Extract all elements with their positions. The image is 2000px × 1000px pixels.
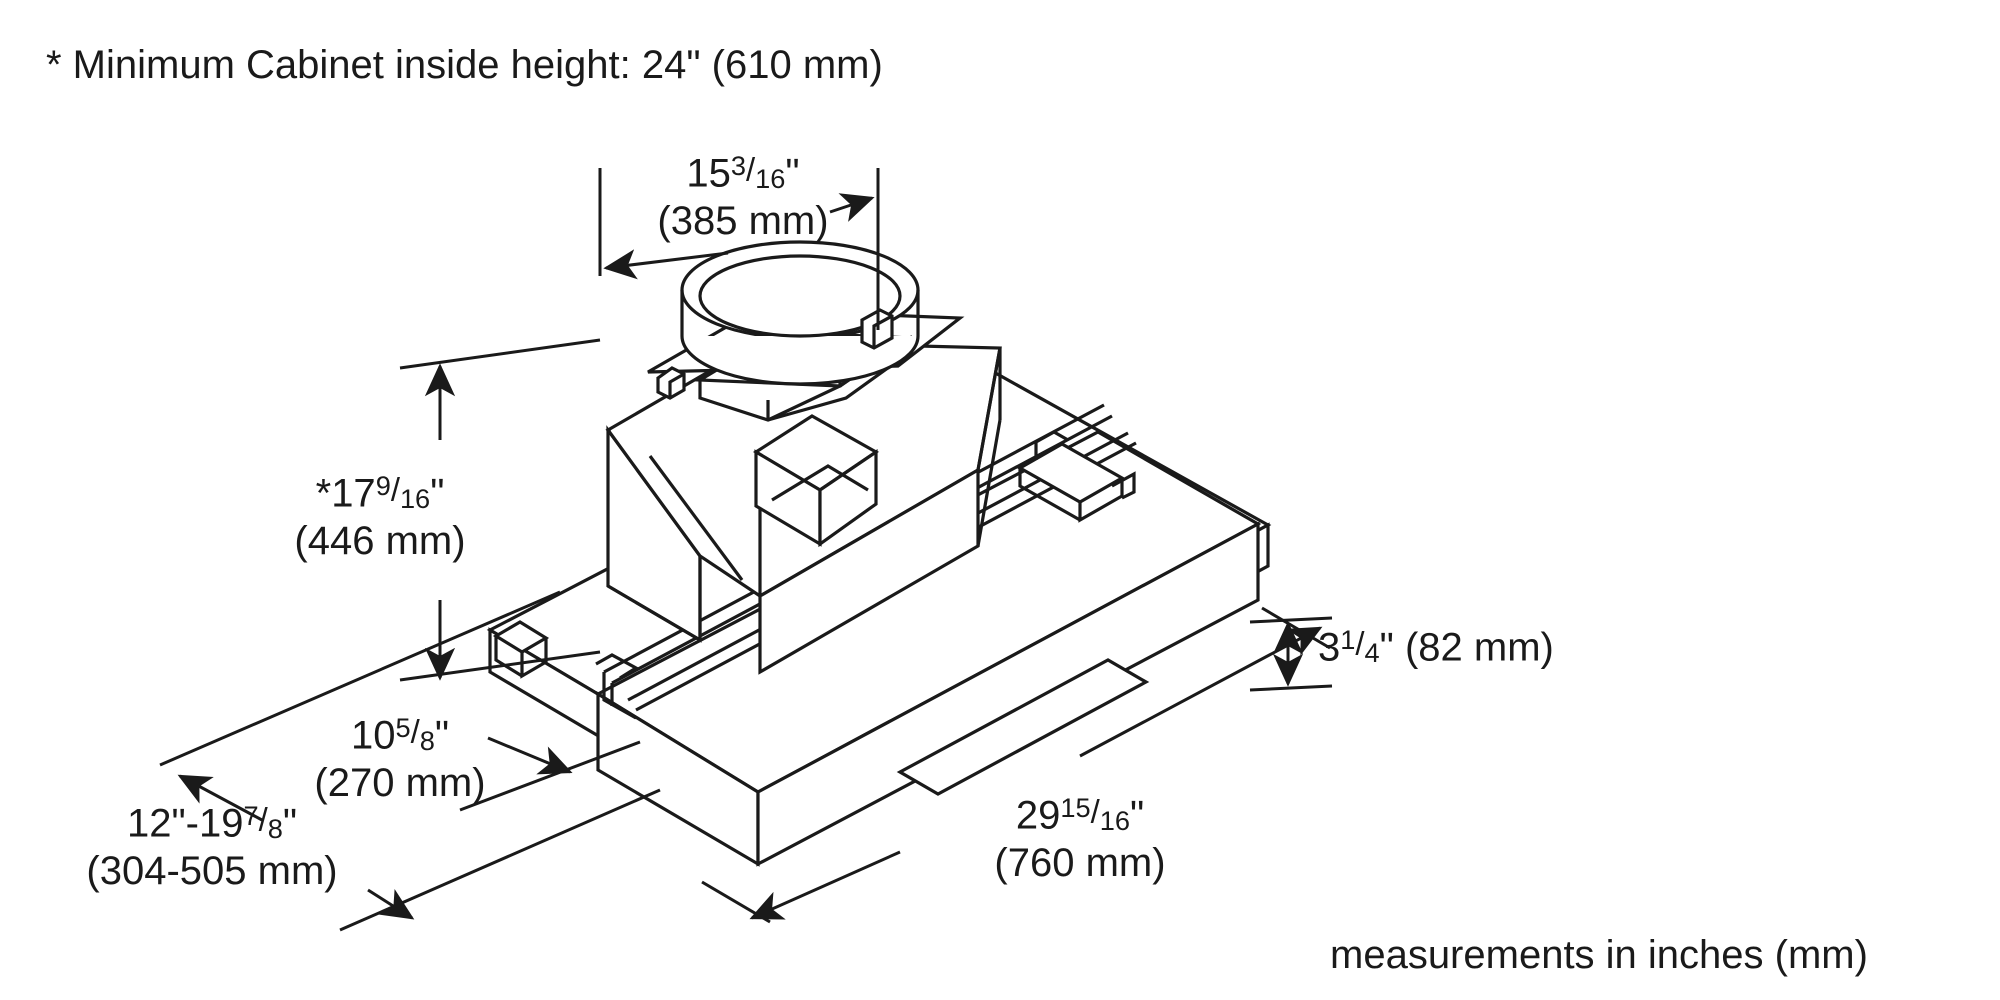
value-whole: 3 — [1318, 625, 1341, 670]
dimension-depth-range-imperial: 12"-197/8" — [52, 800, 372, 848]
dimension-width-top-metric: (385 mm) — [657, 198, 829, 243]
right-mount-bracket — [1016, 430, 1136, 523]
dimension-depth-inner: 105/8" (270 mm) — [270, 712, 530, 807]
dimension-depth-range-metric: (304-505 mm) — [86, 848, 338, 893]
dim-line-depth-range — [177, 774, 661, 932]
motor-housing — [647, 240, 965, 422]
measurement-units-caption: measurements in inches (mm) — [1330, 933, 1868, 977]
asterisk-prefix: * — [315, 471, 332, 516]
dimension-width-main: 2915/16" (760 mm) — [930, 792, 1230, 887]
value-whole: 17 — [331, 471, 376, 516]
fraction: 1/4 — [1340, 624, 1380, 669]
value-whole: 29 — [1015, 793, 1061, 838]
dimension-height-left-metric: (446 mm) — [294, 518, 466, 563]
dimension-depth-range: 12"-197/8" (304-505 mm) — [52, 800, 372, 895]
dim-line-height-left — [399, 338, 601, 682]
dimension-depth-inner-imperial: 105/8" — [270, 712, 530, 760]
fraction: 9/16 — [375, 470, 431, 515]
minimum-cabinet-note: * Minimum Cabinet inside height: 24" (61… — [46, 43, 883, 87]
inch-mark: " — [1379, 625, 1394, 670]
value-whole: 10 — [350, 713, 396, 758]
inch-mark: " — [430, 471, 445, 516]
dimension-height-left: *179/16" (446 mm) — [255, 470, 505, 565]
metric-value: (82 mm) — [1404, 625, 1554, 670]
dimension-width-top: 153/16" (385 mm) — [613, 150, 873, 245]
value-range: 12"-19 — [126, 801, 244, 846]
dimension-depth-inner-metric: (270 mm) — [314, 760, 486, 805]
dimension-front-height-line: 31/4" (82 mm) — [1318, 624, 1658, 672]
dimension-front-height: 31/4" (82 mm) — [1318, 624, 1658, 672]
dim-line-width-main — [701, 606, 1331, 924]
inch-mark: " — [1129, 793, 1145, 838]
dimension-width-top-imperial: 153/16" — [613, 150, 873, 198]
fraction: 5/8 — [395, 712, 435, 757]
inch-mark: " — [434, 713, 450, 758]
fraction: 3/16 — [730, 150, 786, 195]
dimension-width-main-metric: (760 mm) — [994, 840, 1166, 885]
dimension-height-left-imperial: *179/16" — [255, 470, 505, 518]
inch-mark: " — [785, 151, 800, 196]
value-whole: 15 — [686, 151, 731, 196]
center-vent-box — [752, 414, 880, 548]
dim-line-width-top — [598, 168, 880, 330]
inch-mark: " — [282, 801, 298, 846]
fraction: 15/16 — [1060, 792, 1130, 837]
dimension-width-main-imperial: 2915/16" — [930, 792, 1230, 840]
dim-line-depth-inner — [159, 590, 641, 812]
fraction: 7/8 — [243, 800, 283, 845]
